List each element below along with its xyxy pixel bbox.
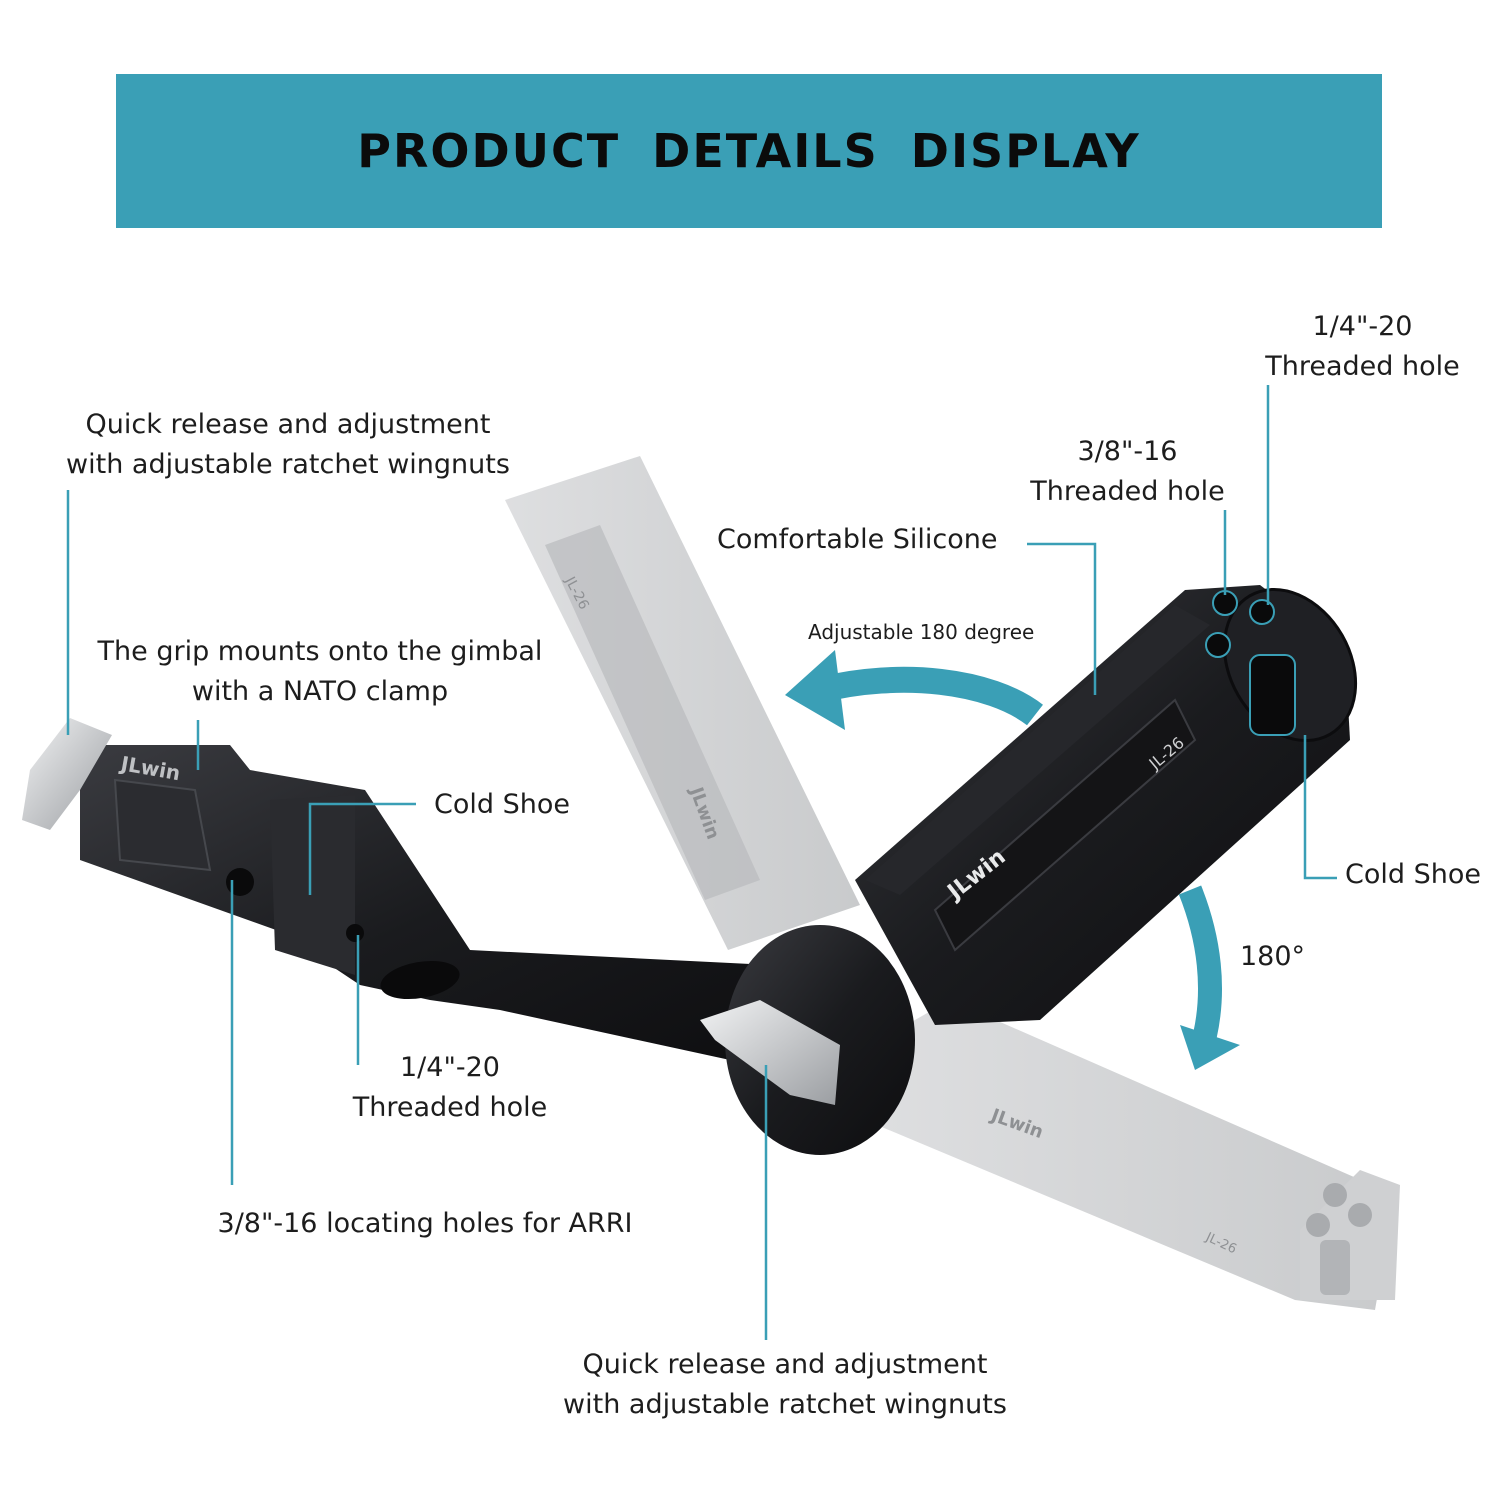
- bracket-arm: JLwin: [80, 745, 800, 1080]
- label-three-eighths-hole: 3/8"-16 Threaded hole: [1030, 436, 1225, 507]
- label-adjustable-180: Adjustable 180 degree: [808, 620, 1035, 644]
- label-quick-release-bottom: Quick release and adjustment with adjust…: [563, 1349, 1007, 1420]
- wingnut-icon: [22, 718, 112, 830]
- rotation-hub: [700, 925, 915, 1155]
- label-quarter-hole-top: 1/4"-20 Threaded hole: [1265, 311, 1460, 382]
- label-arri-holes: 3/8"-16 locating holes for ARRI: [217, 1208, 633, 1239]
- label-rotation-180: 180°: [1240, 941, 1306, 972]
- leader-lines: [66, 385, 1337, 1340]
- rotate-arrow-icon: [785, 650, 1240, 1070]
- ghost-handle-upright: JL-26 JLwin: [505, 456, 860, 950]
- label-quarter-hole-arm: 1/4"-20 Threaded hole: [352, 1052, 548, 1123]
- title-banner: PRODUCT DETAILS DISPLAY: [116, 74, 1382, 228]
- label-nato-clamp: The grip mounts onto the gimbal with a N…: [97, 636, 543, 707]
- label-comfortable-silicone: Comfortable Silicone: [717, 524, 998, 555]
- page-title: PRODUCT DETAILS DISPLAY: [357, 124, 1141, 178]
- label-cold-shoe-arm: Cold Shoe: [434, 789, 570, 820]
- label-cold-shoe-handle: Cold Shoe: [1345, 859, 1481, 890]
- main-handle: JLwin JL-26: [855, 585, 1358, 1025]
- ghost-handle-lower: JLwin JL-26: [865, 1000, 1400, 1310]
- label-quick-release-top: Quick release and adjustment with adjust…: [66, 409, 510, 480]
